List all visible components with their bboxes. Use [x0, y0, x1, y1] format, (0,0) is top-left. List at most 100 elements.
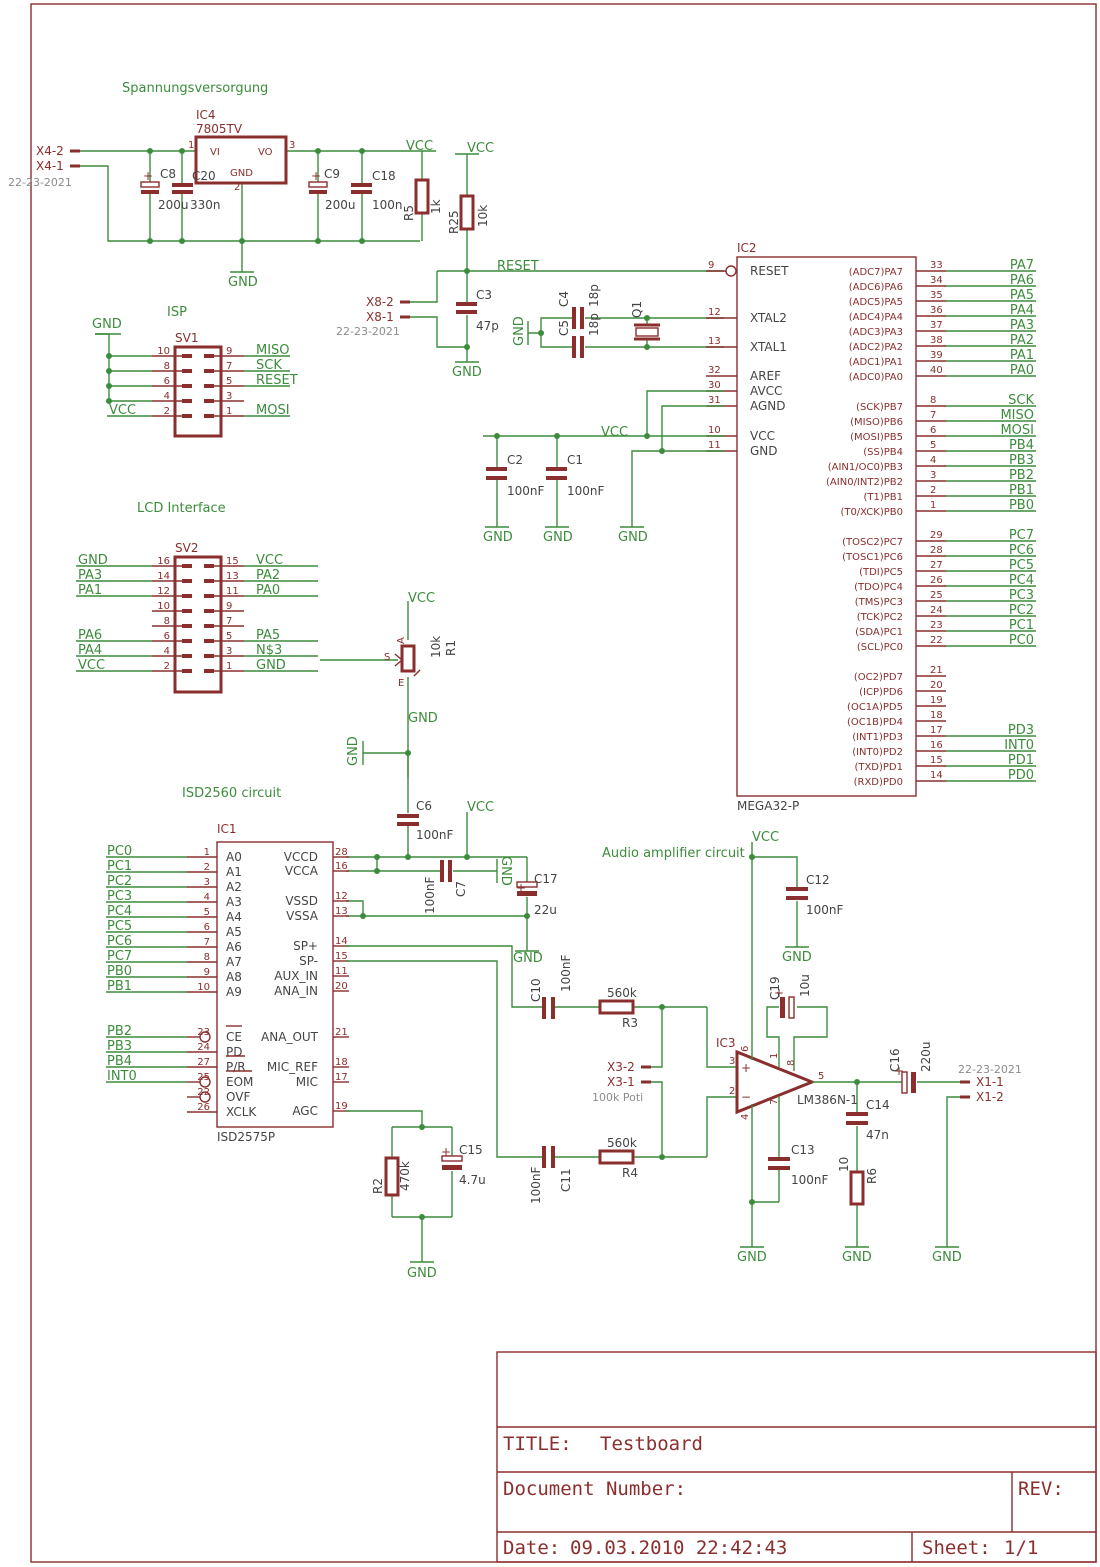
ic1-left-pin-number: 6 [204, 922, 210, 933]
svg-text:10u: 10u [798, 974, 812, 997]
svg-text:4.7u: 4.7u [459, 1173, 486, 1187]
title-label: TITLE: [503, 1433, 572, 1455]
header-pin-pad [182, 669, 192, 673]
svg-text:+: + [894, 1064, 904, 1078]
header-right-pin-number: 7 [226, 361, 232, 372]
header-left-pin-number: 2 [164, 661, 170, 672]
ic1-left-pin-name: A8 [226, 970, 242, 984]
ic1-right-pin-number: 11 [335, 966, 348, 977]
ic2-right-pin-number: 29 [930, 530, 943, 541]
capacitor-c1: C1 100nF [546, 453, 605, 498]
ic1-left-pin-name: A1 [226, 865, 242, 879]
ic1-right-pin-number: 17 [335, 1072, 348, 1083]
ic2-right-net-label: PB0 [1009, 498, 1034, 513]
header-right-pin-number: 7 [226, 616, 232, 627]
capacitor-c17: + C17 22u [516, 872, 558, 917]
ic2-right-net-label: SCK [1008, 393, 1034, 408]
sheet-value: 1/1 [1004, 1537, 1038, 1559]
net-vcc-mcu: VCC [601, 425, 628, 440]
svg-text:C12: C12 [806, 873, 830, 887]
ic1-left-net: PB2 [107, 1024, 132, 1039]
title-value: Testboard [600, 1433, 703, 1455]
ic1-right-pins: 28VCCD16VCCA12VSSD13VSSA14SP+15SP-11AUX_… [261, 847, 349, 1118]
svg-text:470k: 470k [398, 1161, 412, 1191]
ic2-right-net-label: PA0 [1010, 363, 1034, 378]
svg-text:2: 2 [729, 1086, 735, 1097]
ic2-right-pin-number: 21 [930, 665, 943, 676]
ic1-right-pin-name: VSSA [286, 909, 319, 923]
mcu-power-wires [483, 390, 724, 528]
net-gnd-c2: GND [483, 530, 513, 545]
ic1-right-pin-name: VCCD [284, 850, 318, 864]
ic1-left-pin-name: A6 [226, 940, 242, 954]
svg-text:S: S [384, 652, 390, 663]
ic2-left-pin-number: 32 [708, 365, 721, 376]
ic2-left-pin-number: 11 [708, 440, 721, 451]
svg-text:C13: C13 [791, 1143, 815, 1157]
svg-text:R6: R6 [865, 1168, 879, 1184]
svg-text:SV1: SV1 [175, 331, 198, 345]
amp-wires [740, 842, 960, 1248]
header-pin-pad [204, 594, 214, 598]
ic2-right-pin-number: 7 [930, 410, 936, 421]
ic1-right-pin-name: VCCA [285, 864, 319, 878]
isd-inversion-bubbles [199, 1031, 211, 1103]
svg-text:R2: R2 [371, 1178, 385, 1194]
header-pin-pad [182, 414, 192, 418]
header-pin-pad [182, 399, 192, 403]
ic2-right-pin-number: 5 [930, 440, 936, 451]
net-vcc-power: VCC [406, 139, 433, 154]
ic2-right-net-label: PC1 [1009, 618, 1034, 633]
net-gnd-mcu: GND [618, 530, 648, 545]
ic2-right-pin-function: (ADC1)PA1 [849, 357, 903, 368]
ic2-right-pin-function: (SCK)PB7 [856, 402, 903, 413]
ic2-right-pin-number: 14 [930, 770, 943, 781]
ic2-right-pin-function: (RXD)PD0 [854, 777, 903, 788]
svg-text:C1: C1 [567, 453, 583, 467]
resistor-r4: 560k R4 [598, 1136, 638, 1180]
ic2-left-pin-number: 30 [708, 380, 721, 391]
net-vcc-amp: VCC [752, 830, 779, 845]
rev-label: REV: [1018, 1478, 1064, 1500]
svg-text:100k Poti: 100k Poti [592, 1091, 643, 1104]
svg-text:+: + [311, 169, 321, 183]
svg-text:SV2: SV2 [175, 541, 198, 555]
ic1-left-net: PB3 [107, 1039, 132, 1054]
header-pin-pad [204, 669, 214, 673]
potentiometer-r1: A S E 10k R1 [320, 601, 458, 777]
ic2-left-pin-name: XTAL1 [750, 340, 787, 354]
svg-text:C15: C15 [459, 1143, 483, 1157]
svg-text:Q1: Q1 [630, 301, 644, 318]
header-right-pin-number: 3 [226, 646, 232, 657]
header-left-pin-number: 14 [157, 571, 170, 582]
net-reset-label: RESET [497, 259, 539, 274]
net-gnd-zobel: GND [842, 1250, 872, 1265]
ic1-left-pin-name: XCLK [226, 1105, 257, 1119]
ic2-right-pin-function: (INT1)PD3 [852, 732, 903, 743]
ic2-right-pin-number: 15 [930, 755, 943, 766]
ic1-left-pin-name: CE [226, 1030, 242, 1044]
svg-text:A: A [396, 637, 407, 644]
svg-text:LM386N-1: LM386N-1 [797, 1093, 858, 1107]
capacitor-c19: + C19 10u [768, 974, 812, 1019]
ic1-left-pin-number: 24 [197, 1042, 210, 1053]
ic2-right-net-label: PD0 [1008, 768, 1034, 783]
ic2-right-net-label: PC0 [1009, 633, 1034, 648]
ic1-left-pin-name: A7 [226, 955, 242, 969]
svg-text:7: 7 [769, 1099, 780, 1105]
capacitor-c8: + C8 200u [140, 167, 189, 212]
ic1-right-pin-number: 16 [335, 861, 348, 872]
ic2-right-pin-number: 22 [930, 635, 943, 646]
section-label-isp: ISP [167, 305, 187, 320]
ic2-left-pin-name: XTAL2 [750, 311, 787, 325]
ic1-left-pin-name: PD [226, 1045, 242, 1059]
svg-text:C18: C18 [372, 169, 396, 183]
ic2-left-pin-name: RESET [750, 264, 789, 278]
ic2-right-pin-number: 20 [930, 680, 943, 691]
svg-text:47p: 47p [476, 319, 499, 333]
header-left-pin-number: 6 [164, 631, 170, 642]
ic2-right-pin-number: 34 [930, 275, 943, 286]
ic2-right-net-label: PB1 [1009, 483, 1034, 498]
capacitor-c3: C3 47p [456, 288, 499, 333]
